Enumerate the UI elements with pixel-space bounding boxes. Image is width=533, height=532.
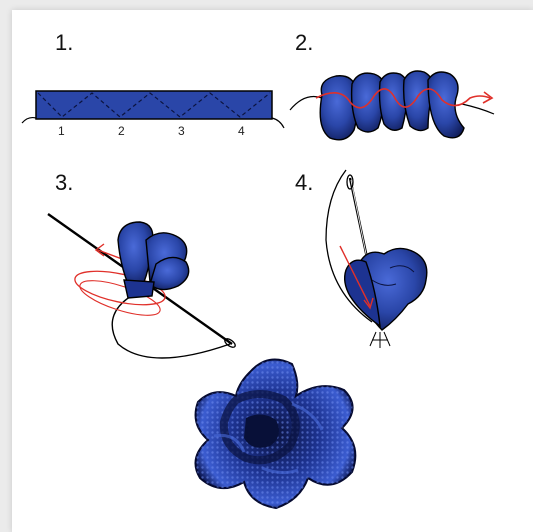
strip-mark-1: 1: [58, 124, 65, 138]
step-1: 1. 1 2 3 4: [22, 30, 284, 138]
flower-bud: [345, 248, 427, 330]
step-1-label: 1.: [55, 30, 73, 55]
rolled-fabric: [118, 222, 189, 298]
step-2-label: 2.: [295, 30, 313, 55]
strip-mark-4: 4: [238, 124, 245, 138]
step-2: 2.: [290, 30, 494, 140]
step-3-label: 3.: [55, 170, 73, 195]
step-3: 3.: [48, 170, 237, 358]
thread-knot: [370, 332, 390, 348]
strip-mark-3: 3: [178, 124, 185, 138]
step-4-label: 4.: [295, 170, 313, 195]
flower-center: [244, 414, 279, 447]
fabric-strip: [36, 91, 272, 119]
thread-end-left: [22, 118, 36, 123]
strip-mark-2: 2: [118, 124, 125, 138]
gathered-fabric: [320, 71, 464, 140]
thread-end-right: [272, 118, 284, 128]
finished-flower: [196, 360, 356, 509]
gather-thread-right: [462, 104, 494, 114]
gather-thread-left: [290, 97, 322, 111]
step-4: 4.: [295, 170, 427, 348]
